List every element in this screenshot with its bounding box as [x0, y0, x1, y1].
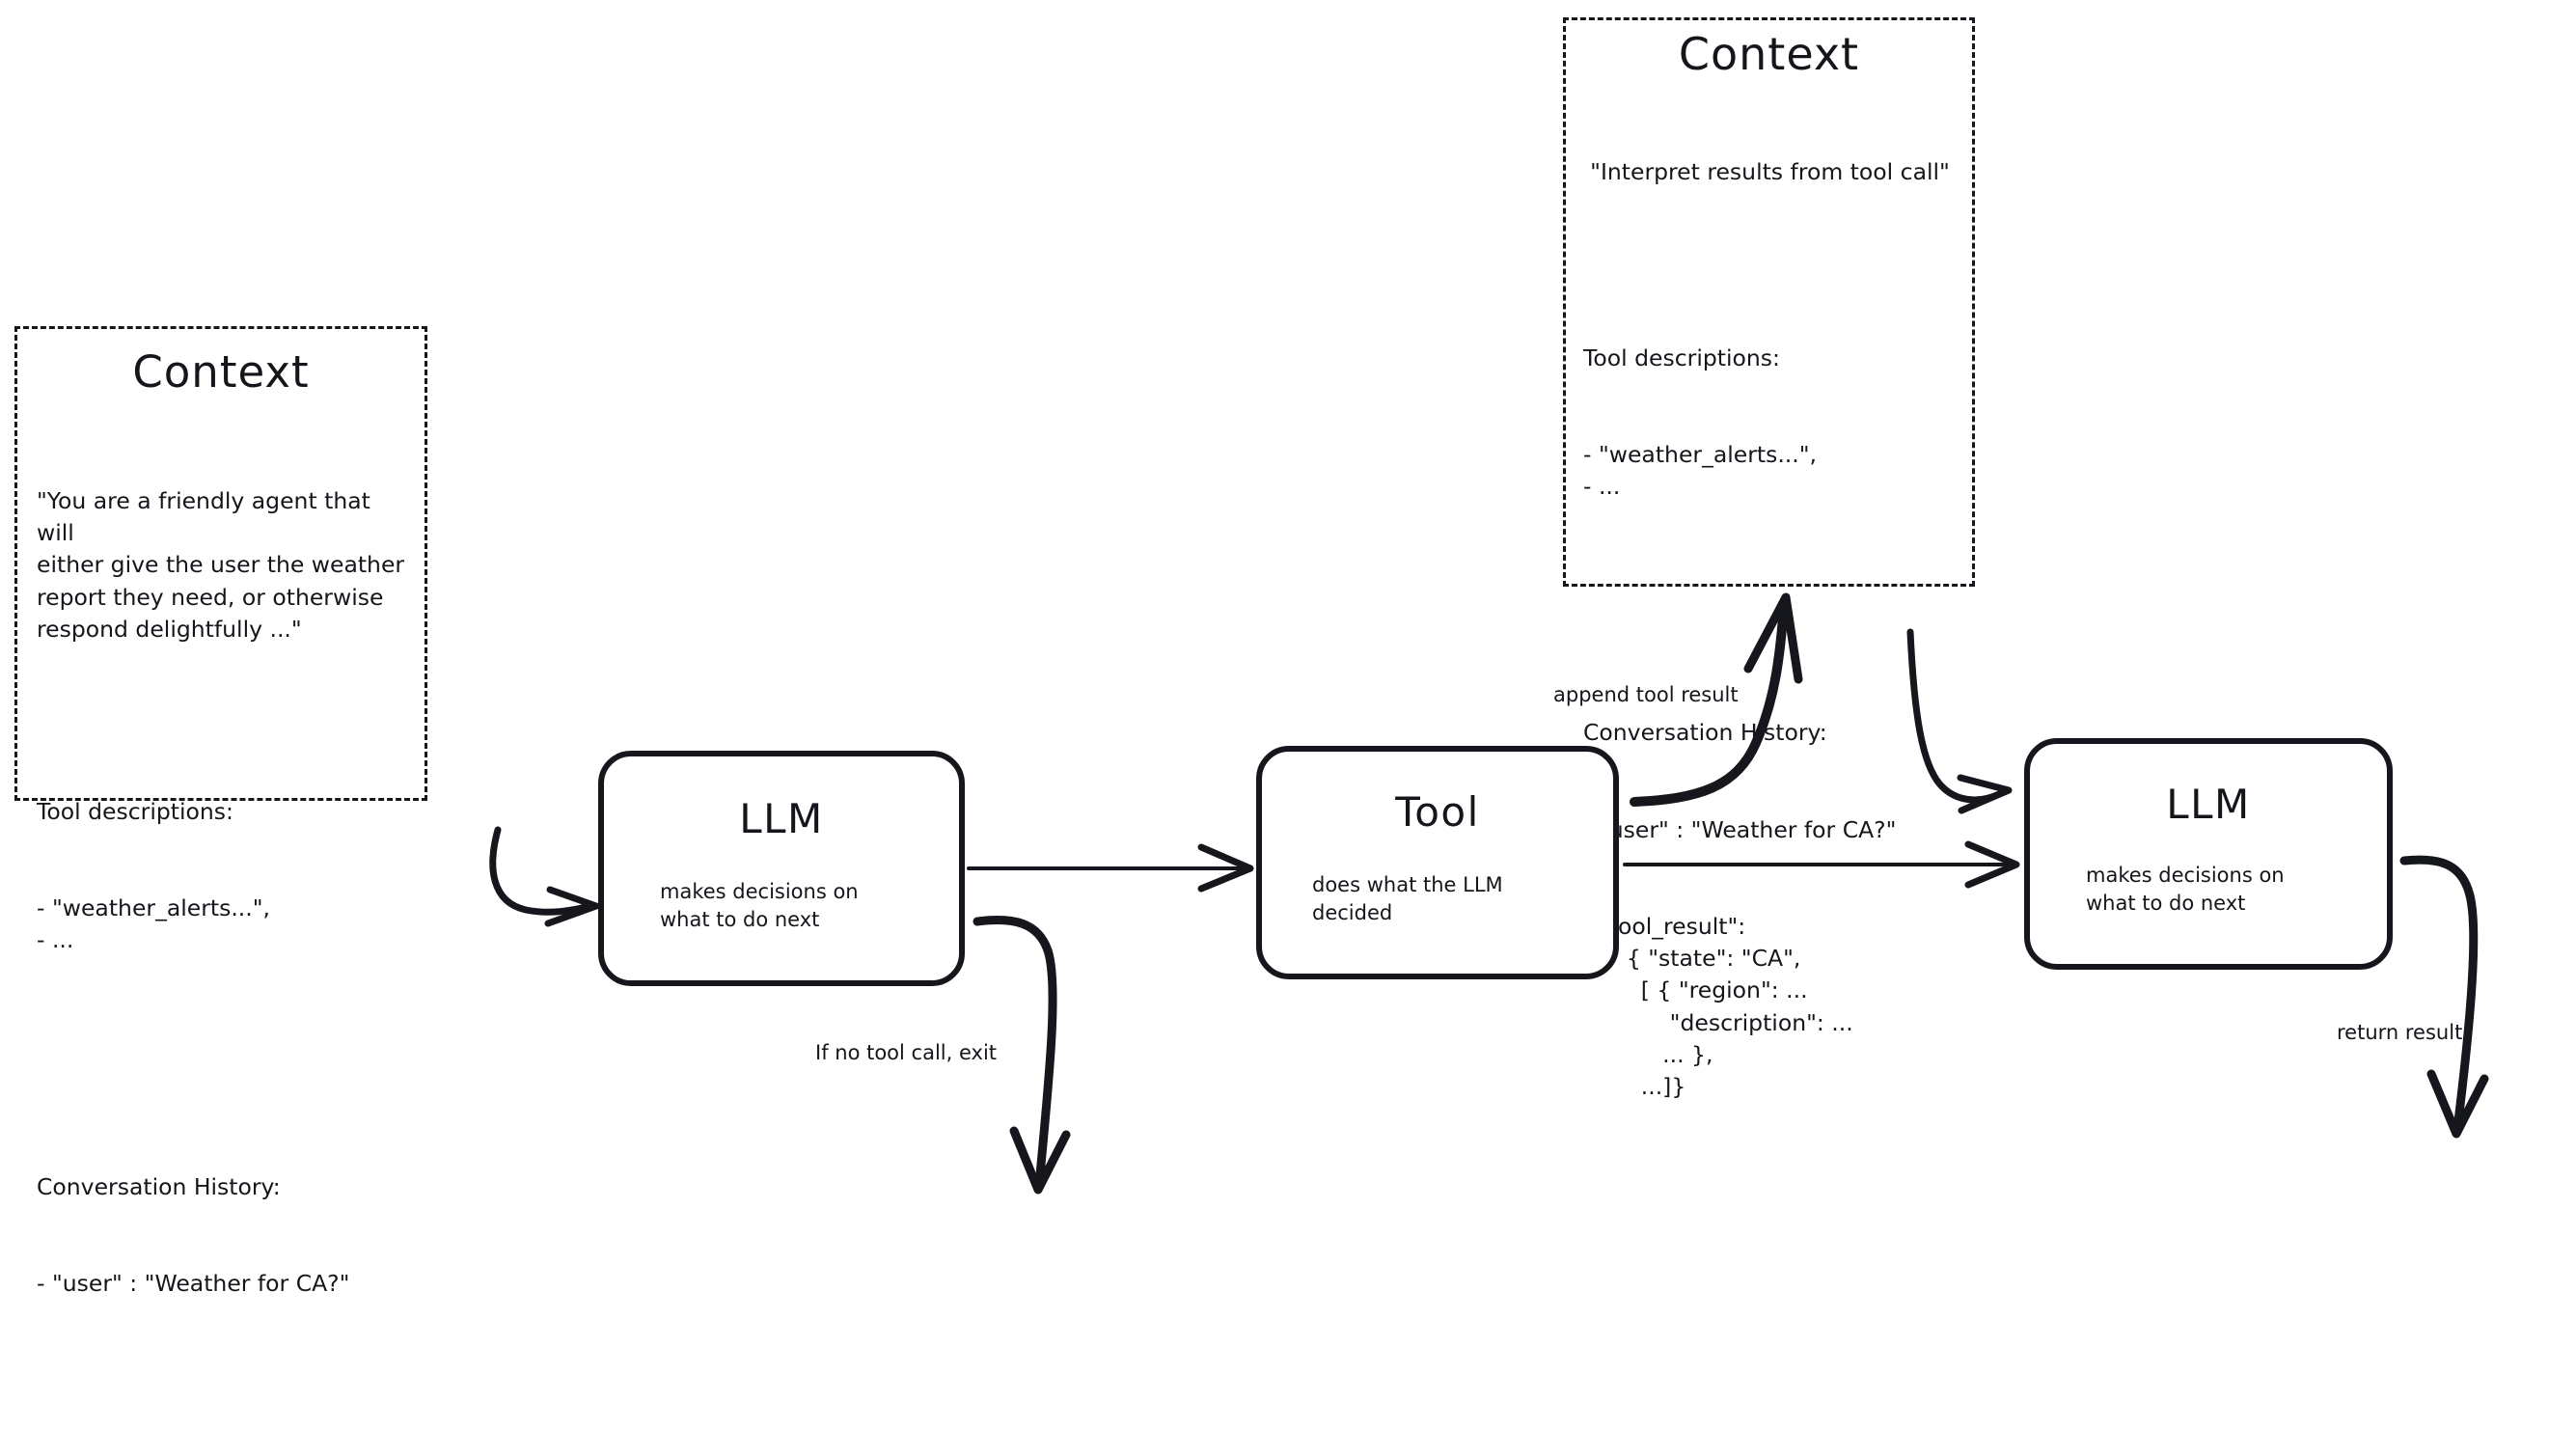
edge-label-append-tool-result: append tool result — [1553, 683, 1739, 706]
context-left-tool-descriptions: Tool descriptions: - "weather_alerts..."… — [37, 731, 407, 1021]
context-right-title: Context — [1678, 28, 1860, 80]
context-left-conversation: Conversation History: - "user" : "Weathe… — [37, 1107, 407, 1364]
context-right-conversation-user: - "user" : "Weather for CA?" — [1583, 815, 1897, 843]
context-right-system-prompt: "Interpret results from tool call" — [1590, 157, 1950, 185]
context-right-body: "Interpret results from tool call" Tool … — [1566, 92, 1972, 1232]
context-box-initial: Context "You are a friendly agent that w… — [14, 326, 427, 1297]
node-llm-first[interactable]: LLM makes decisions on what to do next — [598, 751, 965, 986]
context-left-body: "You are a friendly agent that will eith… — [17, 421, 425, 1429]
node-llm-second-subtitle: makes decisions on what to do next — [2086, 864, 2285, 915]
context-right-tool-descriptions: Tool descriptions: - "weather_alerts..."… — [1583, 278, 1957, 567]
node-llm-second-title: LLM — [2166, 781, 2251, 828]
context-left-tool-items: - "weather_alerts...", - ... — [37, 894, 271, 954]
context-right-conversation: Conversation History: - "user" : "Weathe… — [1583, 653, 1957, 1168]
context-right-tool-heading: Tool descriptions: — [1583, 344, 1780, 371]
node-llm-first-title: LLM — [739, 795, 824, 842]
context-box-after-tool: Context "Interpret results from tool cal… — [1563, 17, 1975, 1100]
context-right-tool-items: - "weather_alerts...", - ... — [1583, 440, 1818, 500]
edge-context-to-llm-arrow — [489, 826, 600, 927]
edge-llm2-return-arrow — [2399, 855, 2489, 1139]
context-left-title: Context — [132, 346, 310, 398]
edge-llm-to-tool-arrow — [967, 843, 1254, 893]
context-left-system-prompt: "You are a friendly agent that will eith… — [37, 486, 405, 644]
context-right-conversation-heading: Conversation History: — [1583, 719, 1827, 747]
node-tool-title: Tool — [1395, 788, 1480, 836]
edge-label-return-result: return result — [2337, 1021, 2463, 1044]
node-llm-second[interactable]: LLM makes decisions on what to do next — [2024, 738, 2393, 970]
context-right-tool-result: - "tool_result": { "state": "CA", [ { "r… — [1583, 912, 1853, 1101]
context-left-tool-heading: Tool descriptions: — [37, 797, 233, 825]
context-left-conversation-items: - "user" : "Weather for CA?" — [37, 1269, 350, 1297]
context-left-conversation-heading: Conversation History: — [37, 1172, 281, 1200]
node-tool-subtitle: does what the LLM decided — [1312, 873, 1503, 924]
node-tool[interactable]: Tool does what the LLM decided — [1256, 746, 1619, 979]
node-llm-first-subtitle: makes decisions on what to do next — [660, 880, 859, 931]
edge-label-if-no-tool-call-exit: If no tool call, exit — [815, 1041, 998, 1064]
diagram-canvas: Context "You are a friendly agent that w… — [14, 17, 2489, 1297]
